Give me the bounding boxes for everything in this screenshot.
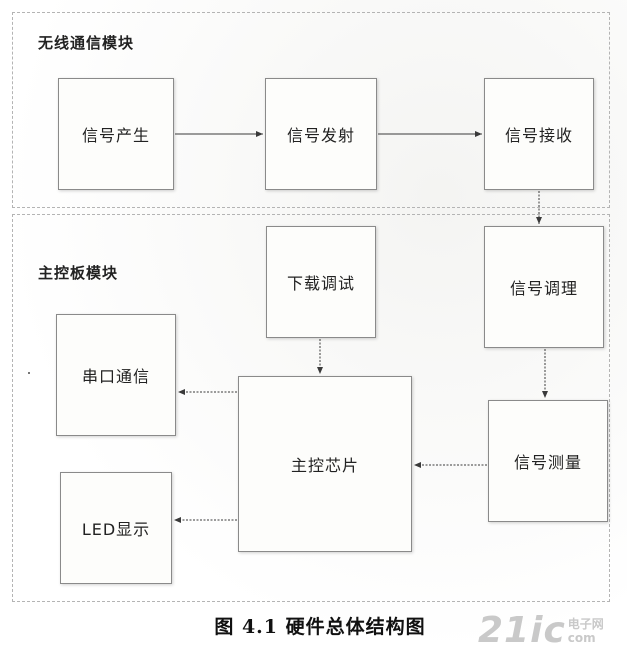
signal-receive-block: 信号接收 — [484, 78, 594, 190]
main-chip-block: 主控芯片 — [238, 376, 412, 552]
wireless-module-title: 无线通信模块 — [38, 34, 135, 52]
wireless-module — [12, 12, 610, 208]
download-debug-block: 下载调试 — [266, 226, 376, 338]
signal-measure-block: 信号测量 — [488, 400, 608, 522]
watermark-text: 电子网 com — [568, 617, 604, 645]
figure-caption: 图 4.1 硬件总体结构图 — [214, 616, 426, 638]
signal-condition-block: 信号调理 — [484, 226, 604, 348]
site-watermark: 21ic 电子网 com — [478, 610, 604, 651]
serial-comm-block: 串口通信 — [56, 314, 176, 436]
signal-transmit-block: 信号发射 — [265, 78, 377, 190]
main-board-module-title: 主控板模块 — [38, 264, 119, 282]
signal-generate-block: 信号产生 — [58, 78, 174, 190]
watermark-line2: com — [567, 630, 596, 645]
watermark-line1: 电子网 — [567, 616, 604, 631]
main-board-module — [12, 214, 610, 602]
led-display-block: LED显示 — [60, 472, 172, 584]
scan-speck — [28, 372, 30, 374]
watermark-logo: 21ic — [478, 610, 566, 651]
